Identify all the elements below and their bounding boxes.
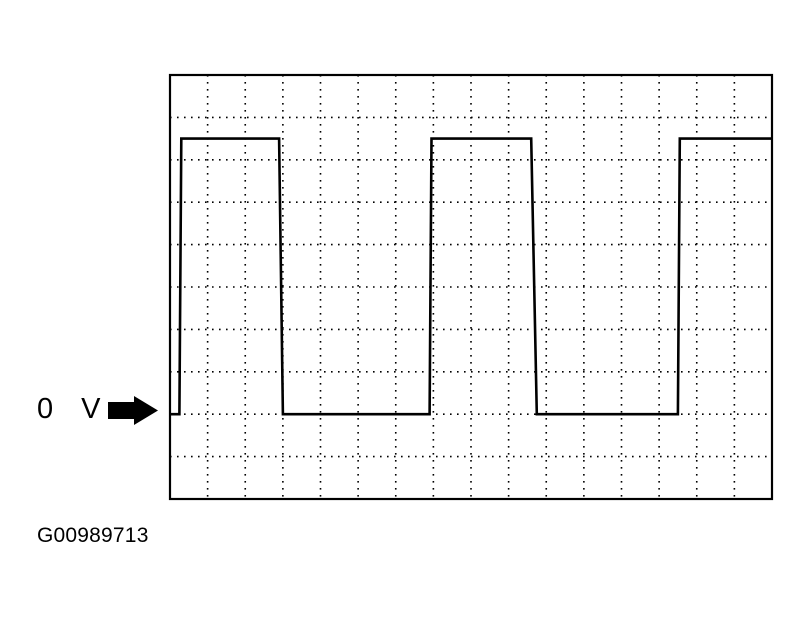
- zero-volt-label: 0 V: [37, 393, 111, 425]
- scope-grid: [170, 75, 772, 499]
- arrow-right-icon: [108, 396, 158, 425]
- scope-frame: [168, 73, 774, 501]
- figure-id: G00989713: [37, 524, 149, 547]
- square-wave-trace: [170, 137, 772, 416]
